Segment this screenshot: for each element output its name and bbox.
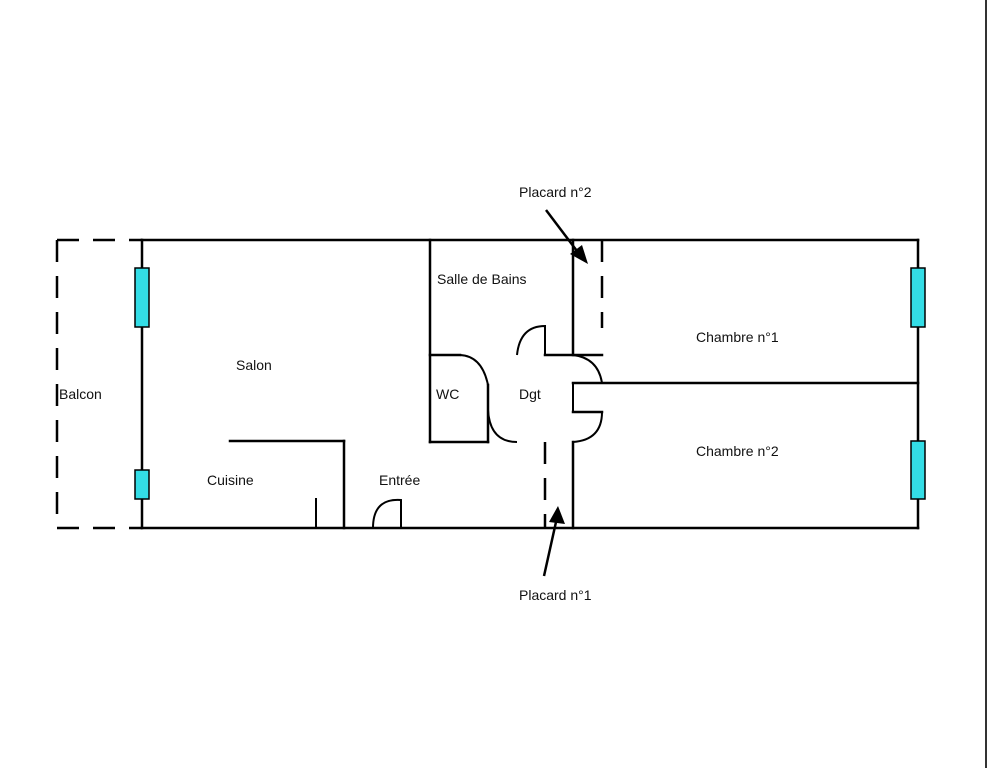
wc-door-bottom-icon [487,409,518,443]
window-icon [910,267,926,328]
label-dgt: Dgt [519,386,541,402]
label-wc: WC [436,386,459,402]
balcony-outline [55,238,142,530]
window-icon [134,267,150,328]
label-balcon: Balcon [59,386,102,402]
label-chambre2: Chambre n°2 [696,443,779,459]
placard2-arrowhead-icon [570,245,588,264]
window-icon [910,440,926,500]
label-placard2: Placard n°2 [519,184,592,200]
label-placard1: Placard n°1 [519,587,592,603]
interior-walls [228,238,920,530]
placard1-arrowhead-icon [549,506,565,524]
wc-door-top-icon [459,354,489,386]
callout-arrows [542,209,588,577]
placard1-arrow-icon [542,521,558,577]
label-entree: Entrée [379,472,420,488]
door-swings [372,324,603,529]
label-chambre1: Chambre n°1 [696,329,779,345]
placard2-arrow-icon [545,209,581,256]
bathroom-door-icon [516,324,546,356]
window-icon [134,469,150,500]
entry-door-icon [372,498,402,529]
bedroom1-door-icon [572,354,603,384]
windows [134,267,926,500]
label-salon: Salon [236,357,272,373]
label-cuisine: Cuisine [207,472,254,488]
closet-dashes [543,240,604,528]
label-salle-de-bains: Salle de Bains [437,271,527,287]
bedroom2-door-icon [572,411,603,443]
